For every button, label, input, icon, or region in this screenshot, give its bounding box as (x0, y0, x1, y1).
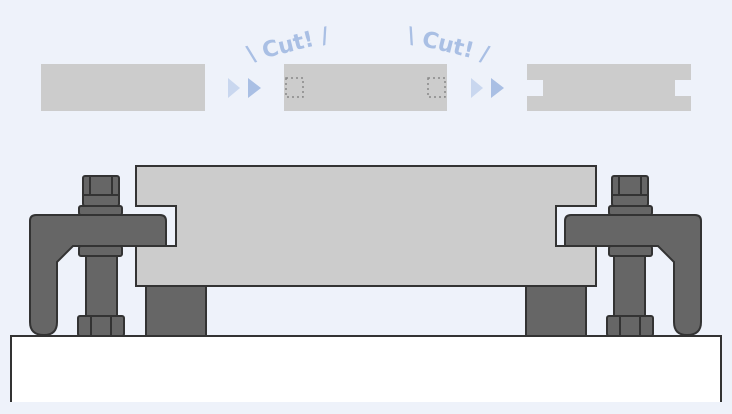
workpiece (135, 165, 597, 287)
machine-table (10, 335, 722, 402)
support-block-left (145, 285, 207, 337)
cut-region-left (285, 77, 304, 98)
arrow-icon (228, 78, 261, 98)
cut-region-right (427, 77, 446, 98)
support-block-right (525, 285, 587, 337)
clamp-right (564, 175, 702, 337)
process-sequence: \ Cut! / \ Cut! / (41, 23, 691, 111)
finished-stock (527, 64, 691, 111)
arrow-icon (471, 78, 504, 98)
clamp-left (29, 175, 167, 337)
raw-stock (41, 64, 205, 111)
stock-being-cut (284, 64, 447, 111)
